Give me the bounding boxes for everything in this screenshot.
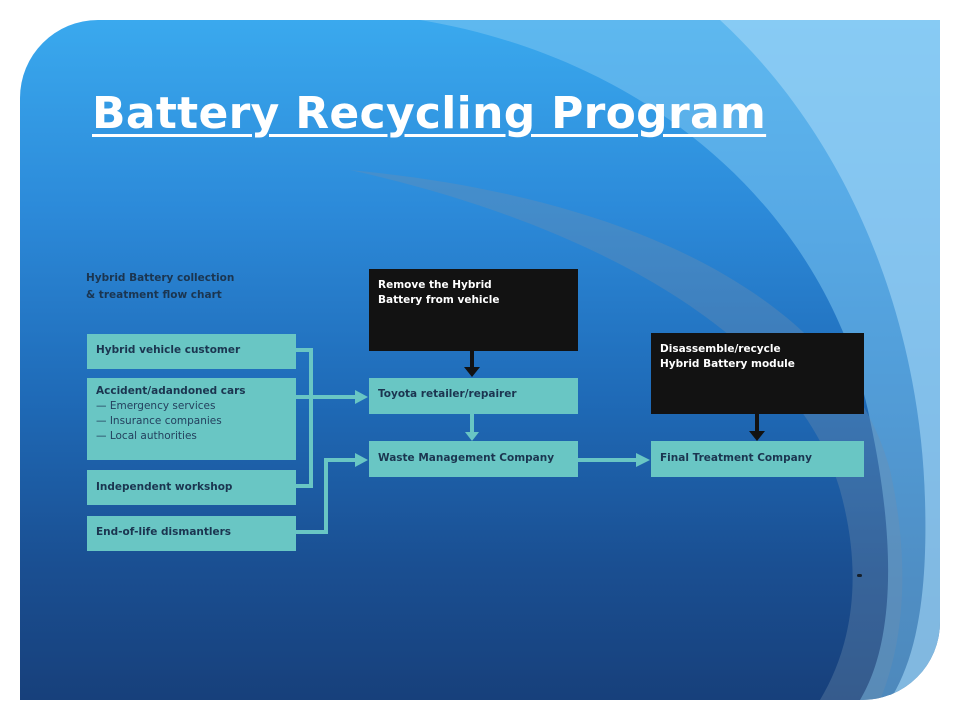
connector-dismantlers	[296, 458, 357, 534]
arrowhead-retailer-waste	[465, 432, 479, 441]
slide-title: Battery Recycling Program	[92, 88, 767, 139]
arrowhead-remove	[464, 367, 480, 377]
step-final-treatment-company: Final Treatment Company	[651, 441, 864, 477]
step-line: Remove the Hybrid	[378, 279, 492, 291]
step-line: Disassemble/recycle	[660, 343, 781, 355]
caption-line-1: Hybrid Battery collection	[86, 272, 235, 284]
source-independent-workshop: Independent workshop	[87, 470, 296, 505]
slide: Battery Recycling Program Hybrid Battery…	[20, 20, 940, 700]
step-toyota-retailer-repairer: Toyota retailer/repairer	[369, 378, 578, 414]
step-waste-management-company: Waste Management Company	[369, 441, 578, 477]
source-hybrid-vehicle-customer: Hybrid vehicle customer	[87, 334, 296, 369]
source-accident-abandoned-cars: Accident/adandoned cars — Emergency serv…	[87, 378, 296, 460]
arrowhead-waste	[355, 453, 368, 467]
connector-workshop	[296, 397, 313, 488]
step-label: Toyota retailer/repairer	[378, 388, 517, 400]
source-sub-item: — Local authorities	[96, 430, 197, 442]
step-label: Final Treatment Company	[660, 452, 812, 464]
source-sub-item: — Emergency services	[96, 400, 216, 412]
step-line: Hybrid Battery module	[660, 358, 795, 370]
arrowhead-final	[636, 453, 650, 467]
source-label: Hybrid vehicle customer	[96, 344, 241, 356]
source-end-of-life-dismantlers: End-of-life dismantlers	[87, 516, 296, 551]
flow-connectors	[296, 348, 765, 534]
source-label: Accident/adandoned cars	[96, 385, 246, 397]
source-label: Independent workshop	[96, 481, 233, 493]
recycling-flow-chart: Hybrid Battery collection & treatment fl…	[20, 20, 940, 700]
source-label: End-of-life dismantlers	[96, 526, 232, 538]
source-sub-item: — Insurance companies	[96, 415, 222, 427]
background-swoosh	[350, 20, 940, 700]
step-remove-hybrid-battery: Remove the Hybrid Battery from vehicle	[369, 269, 578, 351]
stray-mark	[857, 574, 862, 577]
arrowhead-disassemble	[749, 431, 765, 441]
arrowhead-retailer	[355, 390, 368, 404]
step-label: Waste Management Company	[378, 452, 555, 464]
step-disassemble-recycle-module: Disassemble/recycle Hybrid Battery modul…	[651, 333, 864, 414]
caption-line-2: & treatment flow chart	[86, 289, 222, 301]
flow-chart-caption: Hybrid Battery collection & treatment fl…	[86, 270, 234, 304]
step-line: Battery from vehicle	[378, 294, 500, 306]
